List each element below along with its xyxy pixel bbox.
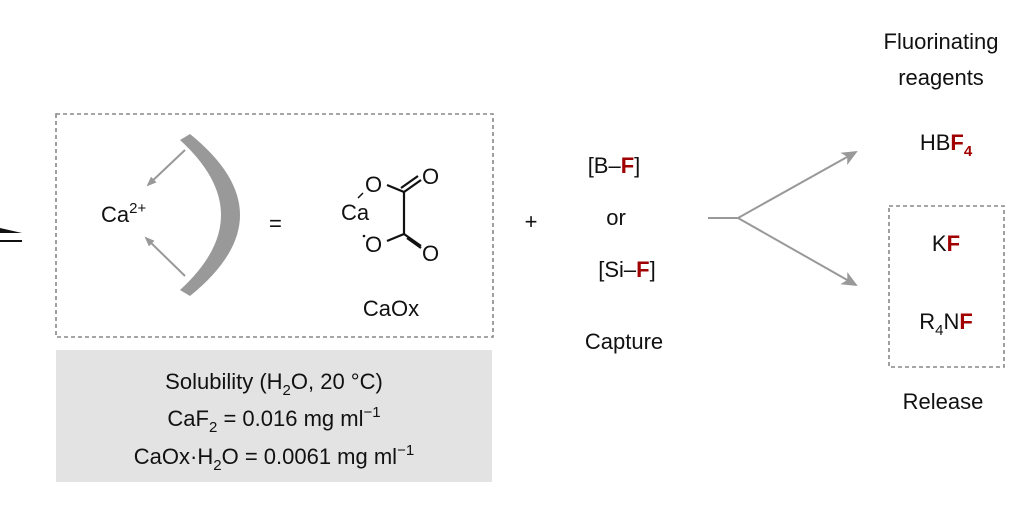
solubility-panel xyxy=(56,350,492,482)
calcium-oxalate-structure: Ca O O O O xyxy=(341,164,439,266)
calcium-binding-box xyxy=(55,113,494,338)
capture-label: Capture xyxy=(585,329,663,354)
solubility-title: Solubility (H2O, 20 °C) xyxy=(165,369,383,399)
coordination-arrow xyxy=(144,236,186,277)
boron-fluoride: [B–F] xyxy=(588,153,641,178)
release-label: Release xyxy=(903,389,984,414)
r4nf: R4NF xyxy=(919,309,973,339)
svg-text:Ca: Ca xyxy=(341,200,370,225)
branch-arrow-icon xyxy=(708,151,858,286)
svg-text:O: O xyxy=(365,232,382,257)
equals-sign: = xyxy=(269,211,282,236)
plus-sign: + xyxy=(525,209,538,234)
svg-text:O: O xyxy=(365,172,382,197)
hbf4: HBF4 xyxy=(920,130,973,160)
coordination-arrow xyxy=(146,149,186,187)
caox-solubility: CaOx·H2O = 0.0061 mg ml−1 xyxy=(134,442,414,474)
silicon-fluoride: [Si–F] xyxy=(598,257,656,282)
calcium-ion: Ca2+ xyxy=(101,200,146,227)
svg-text:O: O xyxy=(422,241,439,266)
or-text: or xyxy=(606,205,626,230)
release-box xyxy=(888,205,1005,368)
binding-pocket-shape xyxy=(180,134,240,296)
equilibrium-arrow-icon xyxy=(0,228,22,242)
caf2-solubility: CaF2 = 0.016 mg ml−1 xyxy=(167,404,380,436)
fluorinating-reagents-title: Fluorinating xyxy=(884,29,999,54)
kf: KF xyxy=(932,231,960,256)
fluorinating-reagents-title-2: reagents xyxy=(898,65,984,90)
svg-text:O: O xyxy=(422,164,439,189)
caox-label: CaOx xyxy=(363,296,419,321)
